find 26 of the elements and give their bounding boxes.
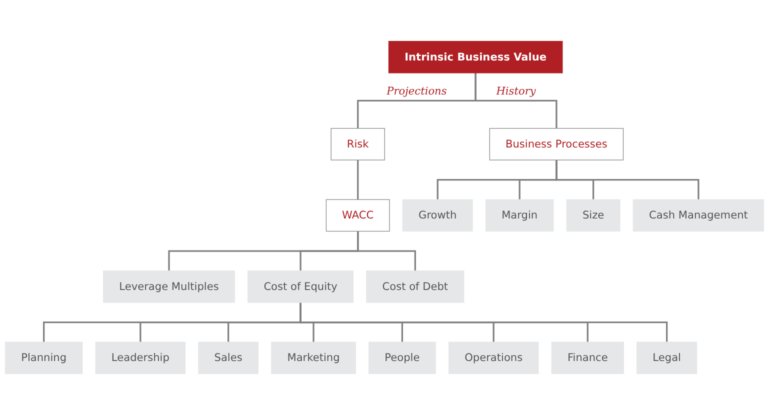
node-box: Leadership [95,342,186,374]
node-box: Leverage Multiples [102,270,235,303]
node-box: Operations [448,342,539,374]
connector [300,302,668,342]
connector [556,160,700,200]
node-box: WACC [326,199,390,232]
node-box: Intrinsic Business Value [388,40,563,74]
node-box: Planning [4,342,83,374]
node-box: Finance [551,342,624,374]
node-box: Sales [198,342,259,374]
edge-label: History [496,84,536,98]
node-box: Legal [636,342,698,374]
node-box: Margin [485,199,554,232]
node-box: Cost of Debt [366,270,464,303]
connector [357,72,476,128]
connector [357,160,359,200]
node-box: People [368,342,436,374]
edge-label: Projections [386,84,447,98]
node-box: Business Processes [489,128,624,160]
node-box: Cash Management [632,199,764,232]
node-box: Growth [402,199,473,232]
node-box: Marketing [271,342,356,374]
node-box: Cost of Equity [248,270,354,303]
node-box: Size [566,199,620,232]
node-box: Risk [330,128,385,160]
connector [357,231,416,271]
